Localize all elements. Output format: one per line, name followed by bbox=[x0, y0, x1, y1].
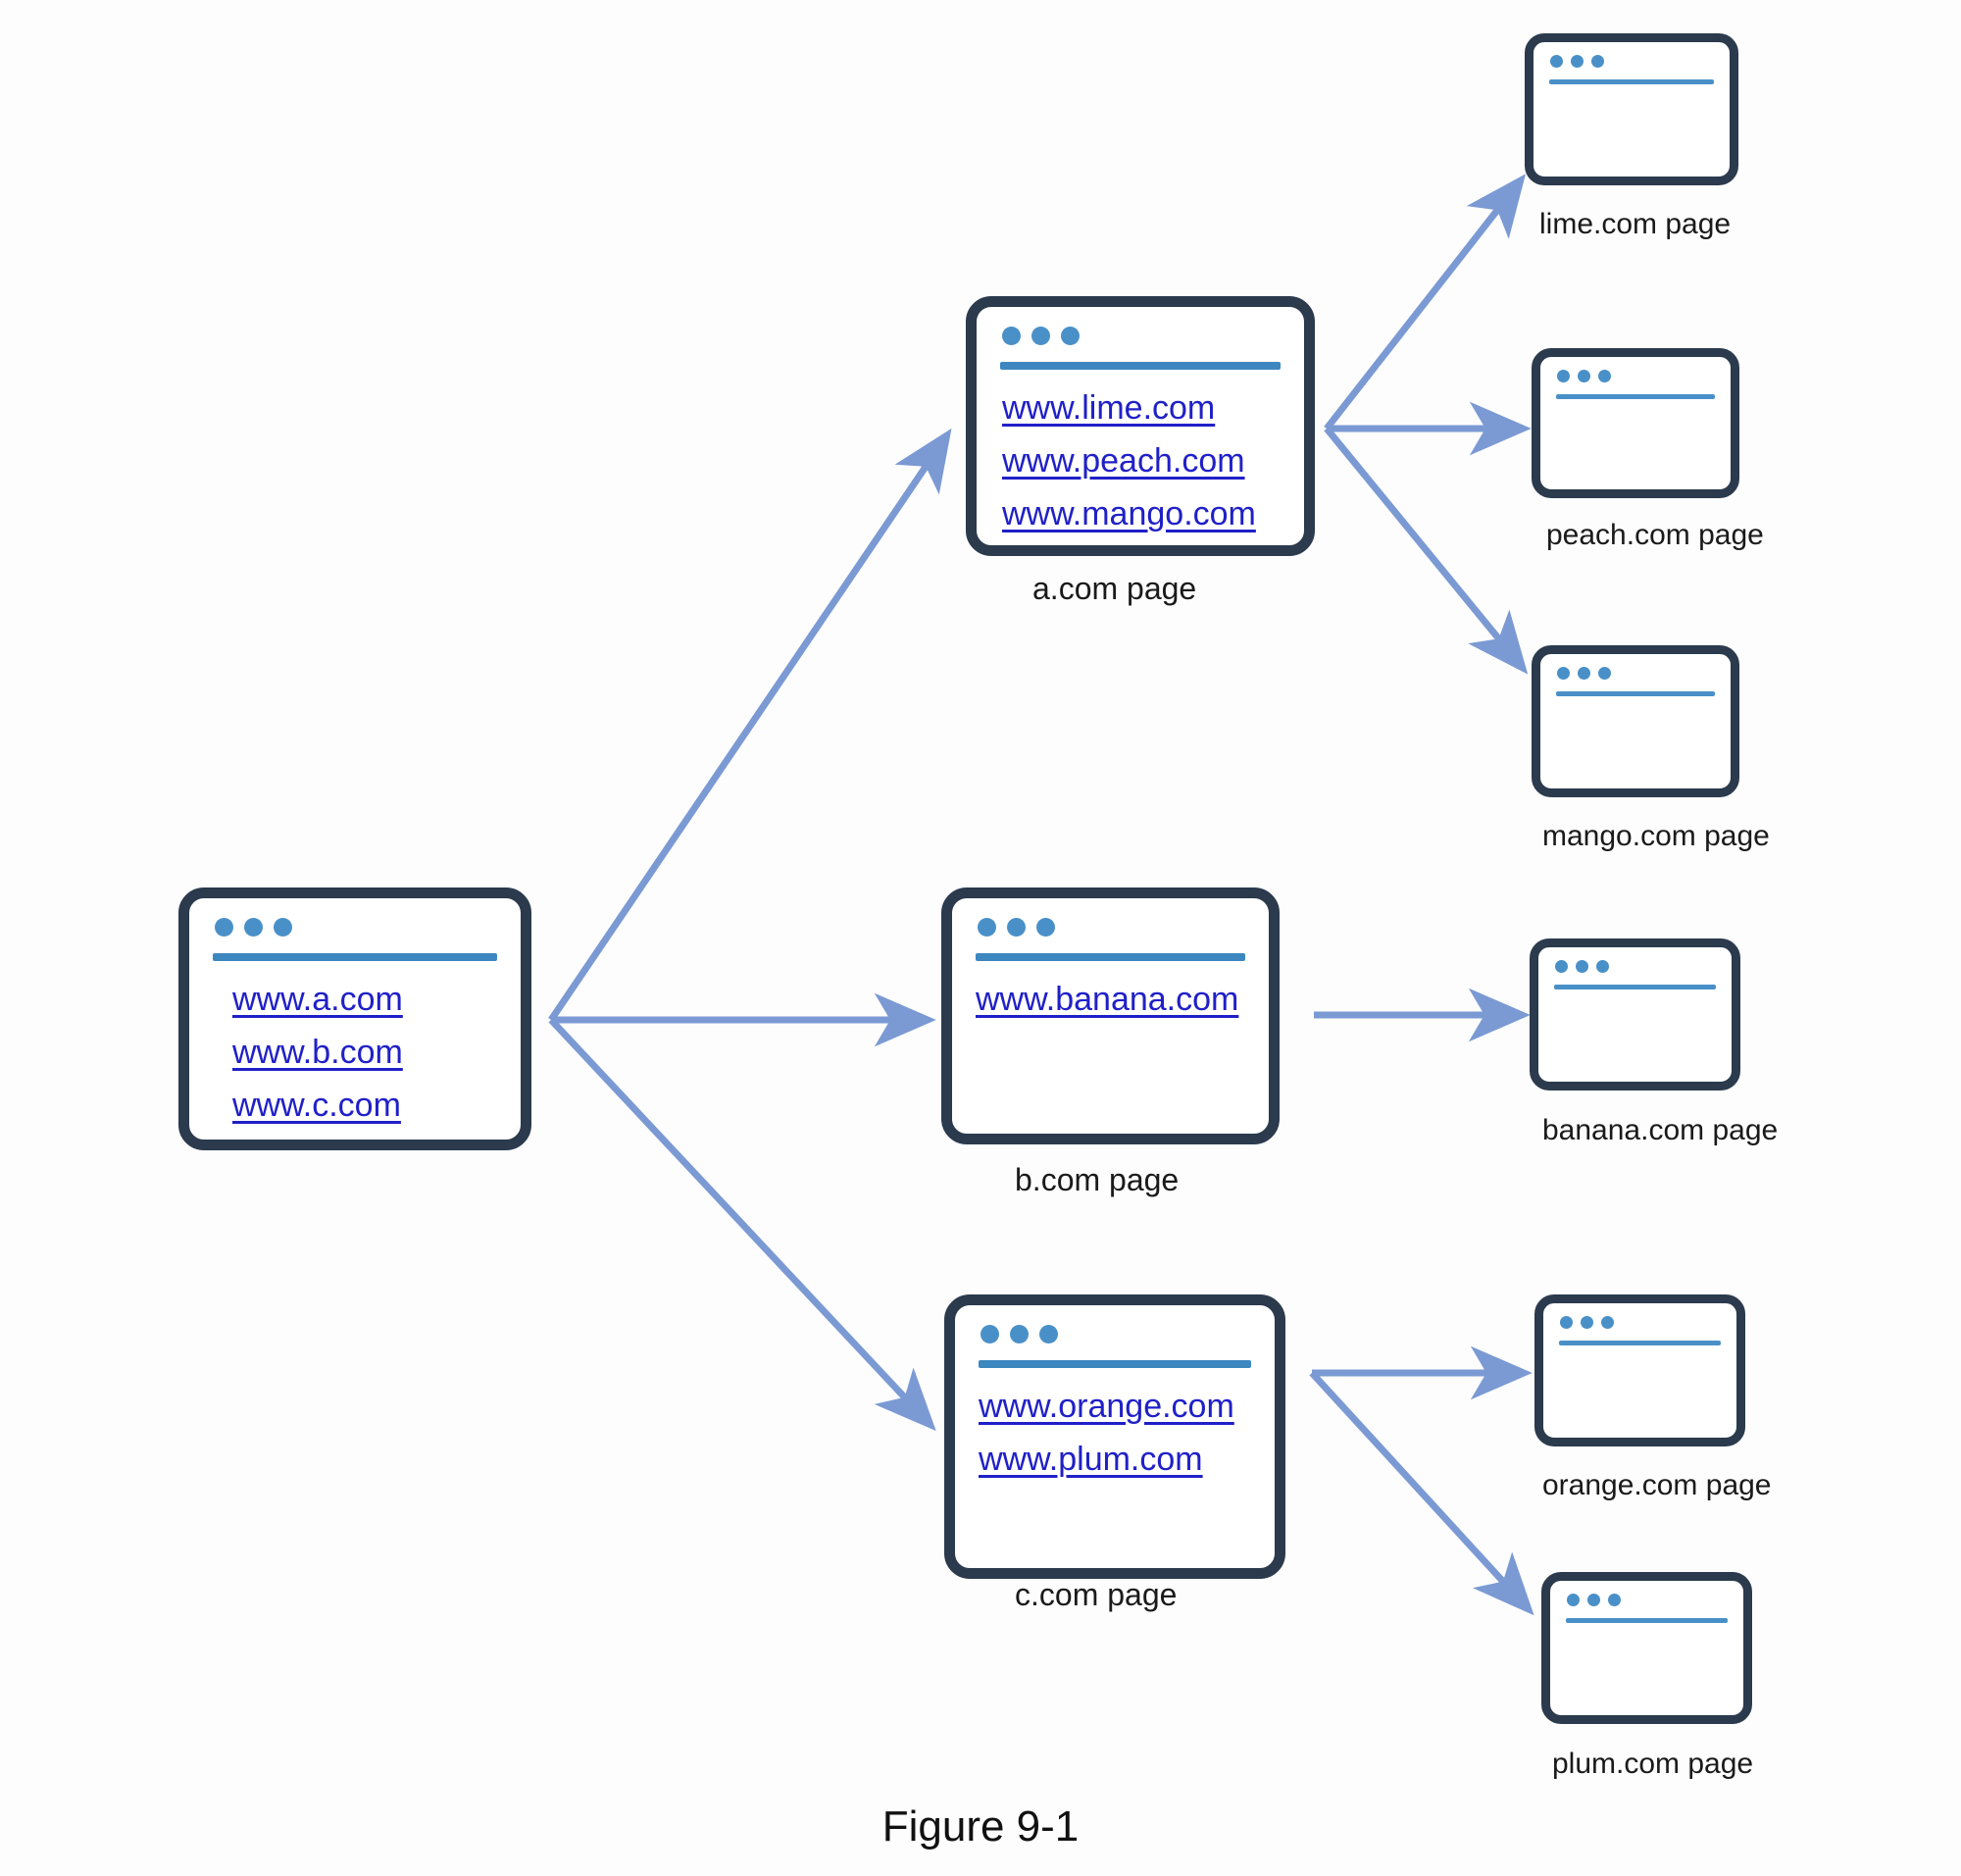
dot-yellow-icon bbox=[244, 918, 263, 937]
window-dots bbox=[215, 918, 292, 937]
browser-node-orange[interactable] bbox=[1534, 1294, 1745, 1446]
dot-yellow-icon bbox=[1571, 55, 1584, 68]
dot-yellow-icon bbox=[1576, 960, 1588, 973]
browser-node-a[interactable]: www.lime.com www.peach.com www.mango.com bbox=[966, 296, 1315, 556]
address-bar[interactable] bbox=[1556, 691, 1715, 696]
page-link[interactable]: www.mango.com bbox=[1002, 495, 1256, 532]
link-list: www.orange.com www.plum.com bbox=[979, 1390, 1265, 1496]
dot-yellow-icon bbox=[1581, 1316, 1593, 1329]
address-bar[interactable] bbox=[213, 953, 497, 961]
dot-green-icon bbox=[274, 918, 292, 937]
address-bar[interactable] bbox=[1000, 362, 1281, 370]
dot-red-icon bbox=[1557, 667, 1570, 680]
window-dots bbox=[1560, 1316, 1614, 1329]
dot-yellow-icon bbox=[1578, 667, 1590, 680]
node-caption-b: b.com page bbox=[1015, 1162, 1180, 1197]
edge-a-to-mango bbox=[1324, 426, 1529, 675]
address-bar[interactable] bbox=[1559, 1341, 1721, 1345]
address-bar[interactable] bbox=[1554, 985, 1716, 989]
edge-c-to-plum bbox=[1309, 1370, 1534, 1616]
address-bar[interactable] bbox=[1556, 394, 1715, 399]
browser-node-root[interactable]: www.a.com www.b.com www.c.com bbox=[178, 887, 531, 1150]
dot-red-icon bbox=[980, 1325, 999, 1344]
edge-root-to-a bbox=[548, 428, 952, 1022]
node-caption-plum: plum.com page bbox=[1552, 1748, 1754, 1780]
dot-green-icon bbox=[1598, 370, 1611, 382]
address-bar[interactable] bbox=[1549, 79, 1714, 84]
browser-node-plum[interactable] bbox=[1541, 1572, 1752, 1724]
window-dots bbox=[1567, 1594, 1621, 1606]
window-dots bbox=[1550, 55, 1604, 68]
dot-yellow-icon bbox=[1031, 327, 1050, 345]
browser-node-lime[interactable] bbox=[1525, 33, 1738, 185]
link-list: www.lime.com www.peach.com www.mango.com bbox=[1002, 391, 1294, 550]
dot-red-icon bbox=[1560, 1316, 1573, 1329]
dot-red-icon bbox=[1550, 55, 1563, 68]
dot-yellow-icon bbox=[1587, 1594, 1600, 1606]
dot-red-icon bbox=[1002, 327, 1021, 345]
page-link[interactable]: www.c.com bbox=[232, 1087, 401, 1124]
page-link[interactable]: www.peach.com bbox=[1002, 442, 1245, 480]
dot-green-icon bbox=[1598, 667, 1611, 680]
address-bar[interactable] bbox=[1566, 1618, 1728, 1623]
dot-red-icon bbox=[1555, 960, 1568, 973]
window-dots bbox=[978, 918, 1055, 937]
dot-yellow-icon bbox=[1578, 370, 1590, 382]
page-link[interactable]: www.a.com bbox=[232, 981, 403, 1018]
node-caption-lime: lime.com page bbox=[1539, 208, 1732, 240]
window-dots bbox=[1002, 327, 1080, 345]
address-bar[interactable] bbox=[979, 1360, 1251, 1368]
edge-a-to-lime bbox=[1324, 174, 1527, 431]
dot-green-icon bbox=[1061, 327, 1080, 345]
dot-red-icon bbox=[1557, 370, 1570, 382]
window-dots bbox=[1557, 370, 1611, 382]
node-caption-c: c.com page bbox=[1015, 1577, 1178, 1612]
dot-green-icon bbox=[1591, 55, 1604, 68]
figure-caption: Figure 9-1 bbox=[881, 1802, 1080, 1851]
window-dots bbox=[1557, 667, 1611, 680]
page-link[interactable]: www.plum.com bbox=[979, 1441, 1203, 1478]
node-caption-a: a.com page bbox=[1032, 571, 1197, 606]
node-caption-mango: mango.com page bbox=[1542, 820, 1770, 852]
node-caption-orange: orange.com page bbox=[1542, 1469, 1772, 1501]
dot-green-icon bbox=[1596, 960, 1609, 973]
dot-yellow-icon bbox=[1010, 1325, 1029, 1344]
browser-node-c[interactable]: www.orange.com www.plum.com bbox=[944, 1294, 1285, 1579]
dot-green-icon bbox=[1036, 918, 1055, 937]
dot-green-icon bbox=[1601, 1316, 1614, 1329]
node-caption-peach: peach.com page bbox=[1546, 519, 1764, 551]
window-dots bbox=[980, 1325, 1058, 1344]
browser-node-banana[interactable] bbox=[1530, 938, 1740, 1090]
browser-node-mango[interactable] bbox=[1532, 645, 1739, 797]
dot-red-icon bbox=[215, 918, 233, 937]
browser-node-b[interactable]: www.banana.com bbox=[941, 887, 1280, 1144]
link-list: www.a.com www.b.com www.c.com bbox=[232, 983, 511, 1141]
page-link[interactable]: www.b.com bbox=[232, 1034, 403, 1071]
dot-green-icon bbox=[1608, 1594, 1621, 1606]
dot-red-icon bbox=[978, 918, 996, 937]
link-list: www.banana.com bbox=[976, 983, 1259, 1036]
edge-root-to-c bbox=[548, 1017, 936, 1432]
page-link[interactable]: www.banana.com bbox=[976, 981, 1239, 1018]
page-link[interactable]: www.lime.com bbox=[1002, 389, 1216, 427]
node-caption-banana: banana.com page bbox=[1542, 1114, 1779, 1146]
dot-red-icon bbox=[1567, 1594, 1580, 1606]
page-link[interactable]: www.orange.com bbox=[979, 1388, 1234, 1425]
dot-yellow-icon bbox=[1007, 918, 1026, 937]
address-bar[interactable] bbox=[976, 953, 1245, 961]
window-dots bbox=[1555, 960, 1609, 973]
browser-node-peach[interactable] bbox=[1532, 348, 1739, 498]
dot-green-icon bbox=[1039, 1325, 1058, 1344]
